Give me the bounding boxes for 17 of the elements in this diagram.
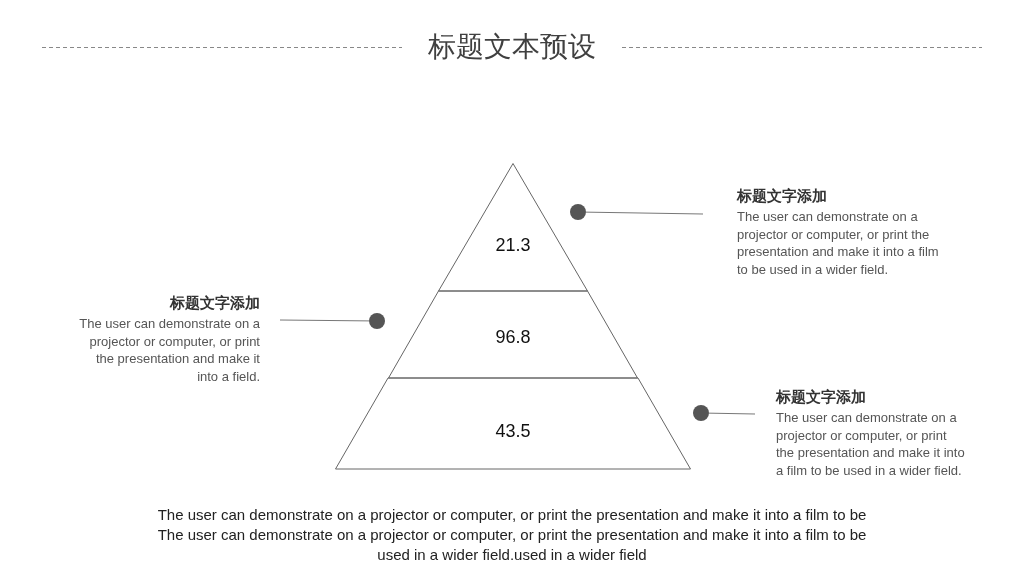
callout-heading: 标题文字添加 [776, 387, 867, 407]
tier-value: 43.5 [494, 420, 532, 442]
caption-text: The user can demonstrate on a projector or computer, or print the presentation and make it into a film to be The user can demonstrate on a projector or computer, or print the presentation and make it into a film to be used in a wider field.used in a wider field [157, 506, 867, 563]
tier-value: 21.3 [494, 234, 532, 256]
leader-dot [693, 405, 709, 421]
callout-heading: 标题文字添加 [168, 293, 260, 313]
callout-text: The user can demonstrate on a projector or computer, or print the presentation and make it into a film to be used in a wider field. [737, 208, 940, 278]
callout-text: The user can demonstrate on a projector or computer, or print the presentation and make it into a field. [78, 315, 260, 385]
leader-line [708, 412, 756, 415]
leader-dot [369, 313, 385, 329]
leader-line [585, 211, 704, 215]
leader-line [279, 319, 370, 322]
leader-dot [570, 204, 586, 220]
callout-heading: 标题文字添加 [737, 186, 828, 206]
callout-text: The user can demonstrate on a projector or computer, or print the presentation and make it into a film to be used in a wider field. [776, 409, 966, 479]
page-title: 标题文本预设 [428, 31, 596, 62]
tier-value: 96.8 [494, 326, 532, 348]
